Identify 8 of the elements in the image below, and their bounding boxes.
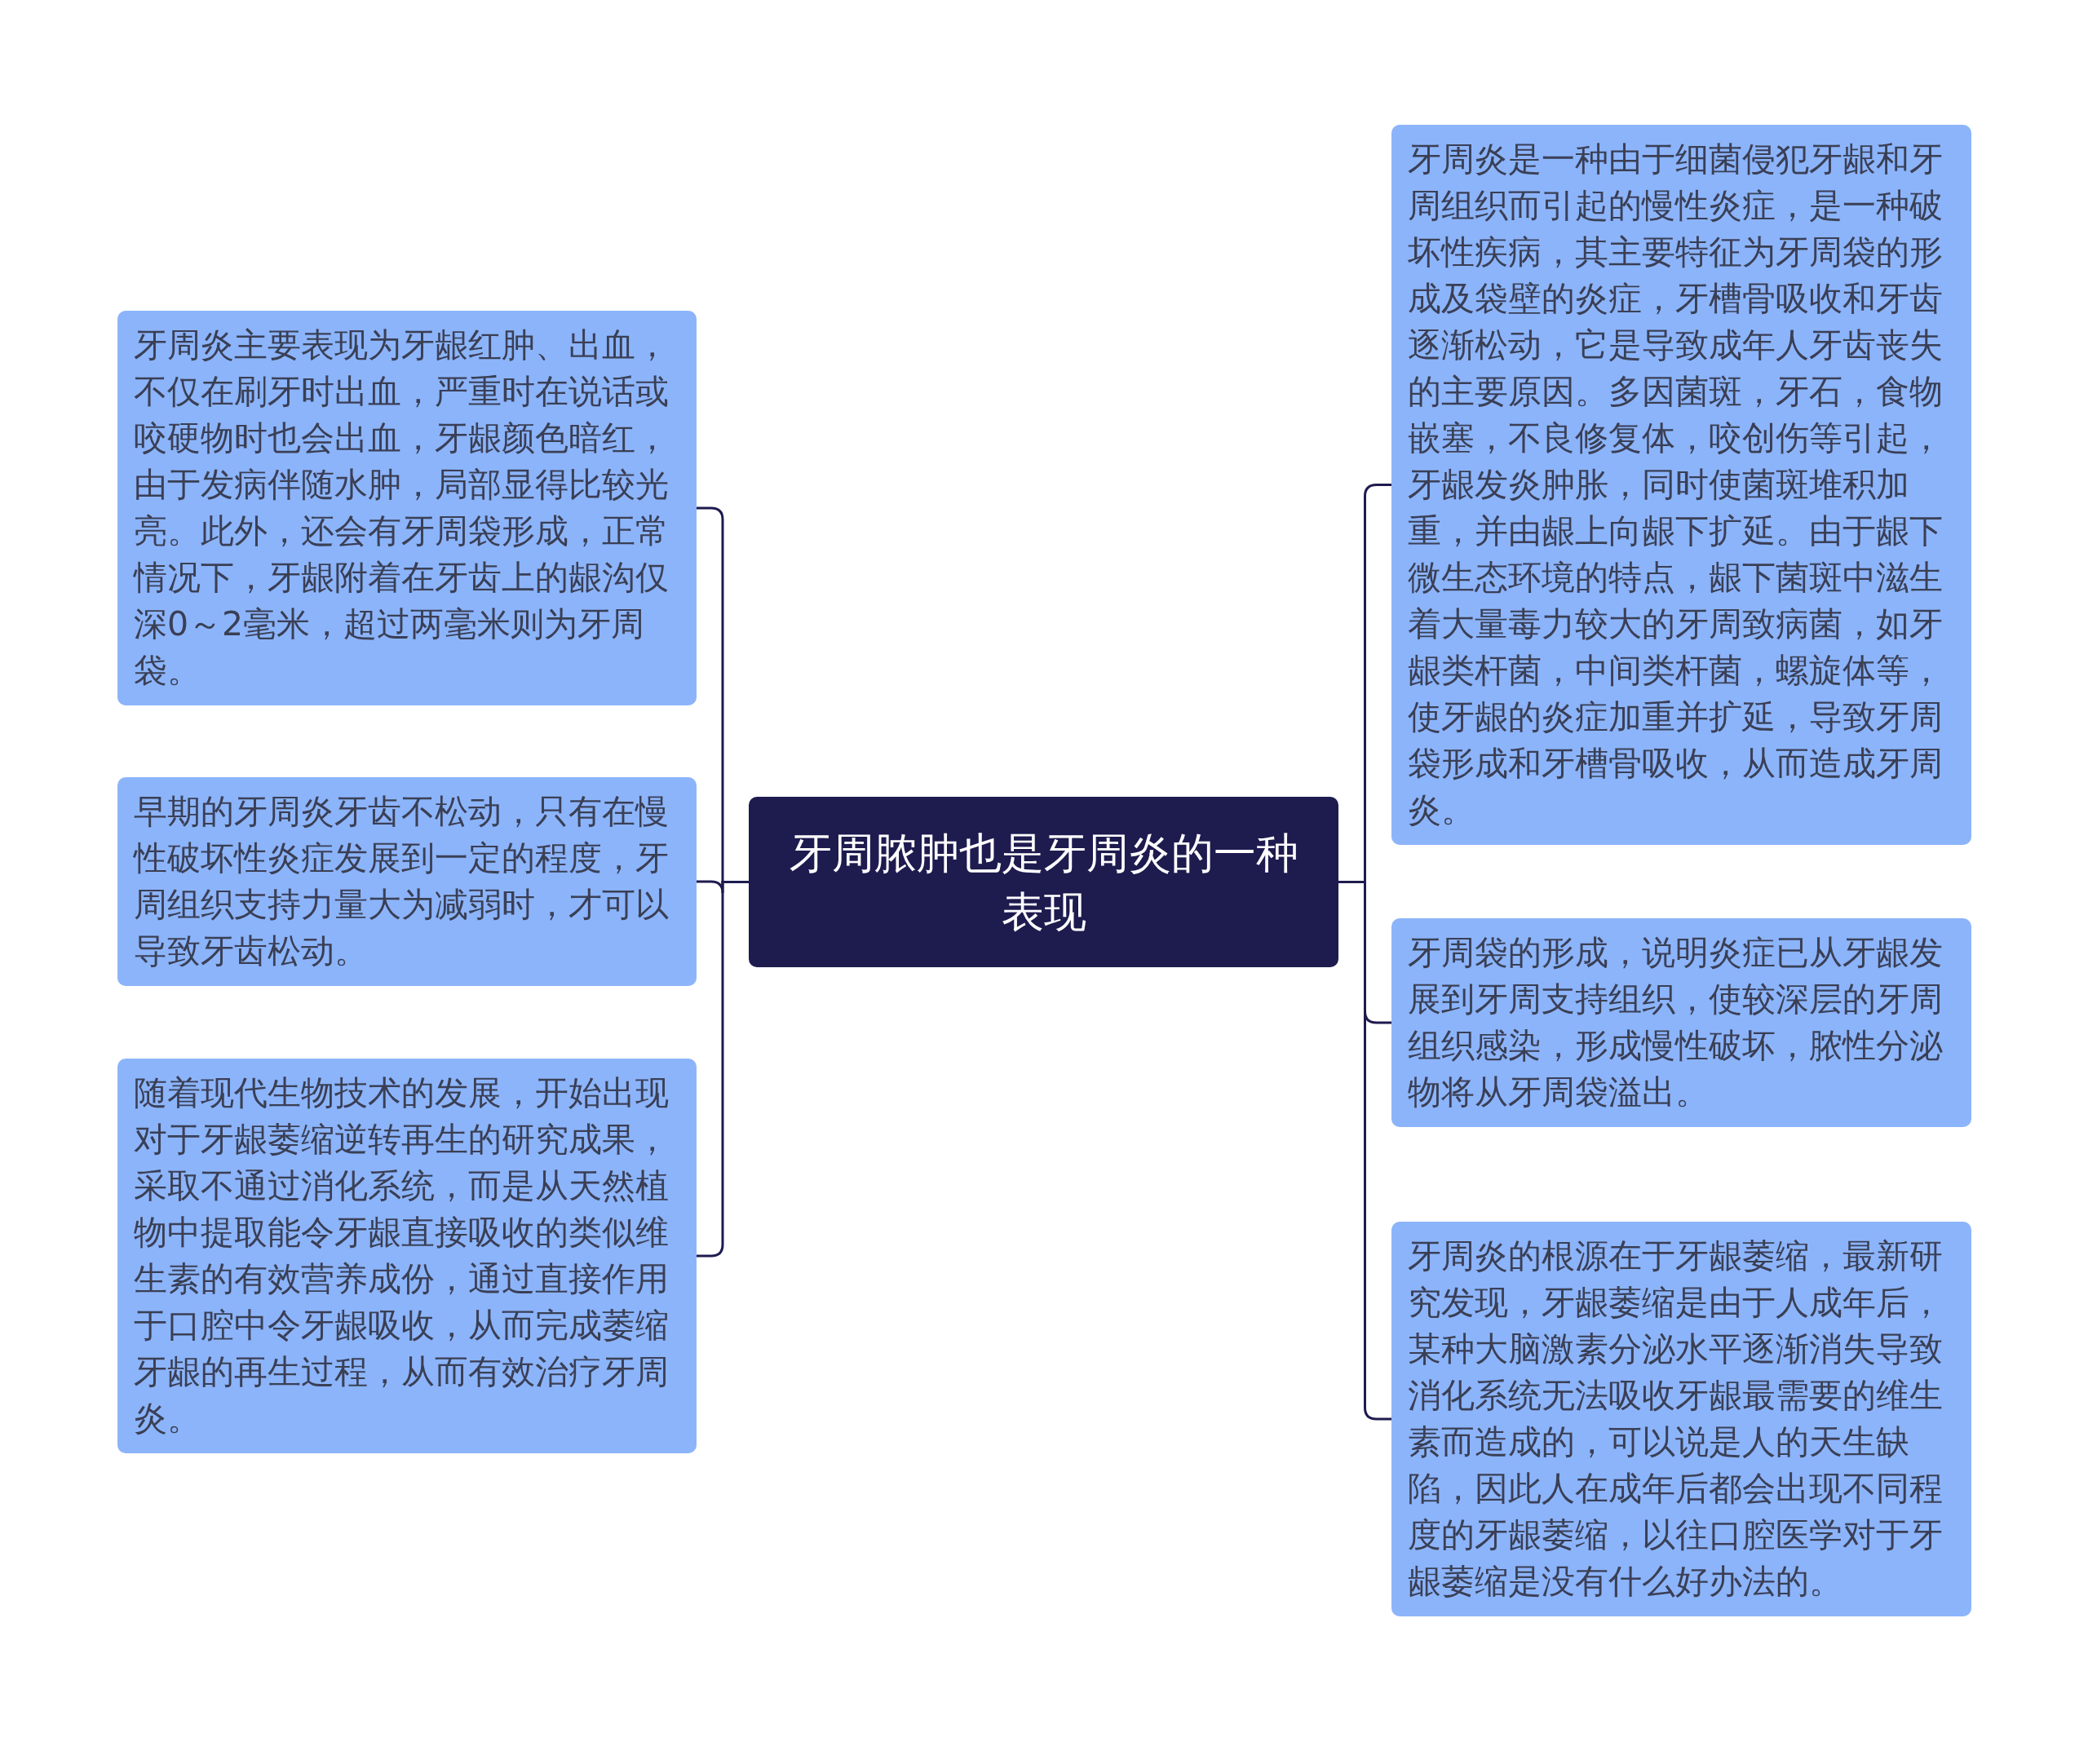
connector-line [697, 881, 749, 1258]
topic-box: 牙周炎是一种由于细菌侵犯牙龈和牙周组织而引起的慢性炎症，是一种破坏性疾病，其主要特征为牙周袋的形成及袋壁的炎症，牙槽骨吸收和牙齿逐渐松动，它是导致成年人牙齿丧失的主要原因。多因菌斑，牙石，食物嵌塞，不良修复体，咬创伤等引起，牙龈发炎肿胀，同时使菌斑堆积加重，并由龈上向龈下扩延。由于龈下微生态环境的特点，龈下菌斑中滋生着大量毒力较大的牙周致病菌，如牙龈类杆菌，中间类杆菌，螺旋体等，使牙龈的炎症加重并扩延，导致牙周袋形成和牙槽骨吸收，从而造成牙周炎。 [1391, 124, 1971, 845]
topic-box: 牙周炎主要表现为牙龈红肿、出血，不仅在刷牙时出血，严重时在说话或咬硬物时也会出血，牙龈颜色暗红，由于发病伴随水肿，局部显得比较光亮。此外，还会有牙周袋形成，正常情况下，牙龈附着在牙齿上的龈沟仅深0～2毫米，超过两毫米则为牙周袋。 [117, 311, 697, 705]
topic-box: 随着现代生物技术的发展，开始出现对于牙龈萎缩逆转再生的研究成果，采取不通过消化系统，而是从天然植物中提取能令牙龈直接吸收的类似维生素的有效营养成份，通过直接作用于口腔中令牙龈吸收，从而完成萎缩牙龈的再生过程，从而有效治疗牙周炎。 [117, 1059, 697, 1453]
central-topic-box: 牙周脓肿也是牙周炎的一种表现 [749, 797, 1338, 967]
topic-box: 牙周袋的形成，说明炎症已从牙龈发展到牙周支持组织，使较深层的牙周组织感染，形成慢性破坏，脓性分泌物将从牙周袋溢出。 [1391, 918, 1971, 1127]
topic-box: 早期的牙周炎牙齿不松动，只有在慢性破坏性炎症发展到一定的程度，牙周组织支持力量大为减弱时，才可以导致牙齿松动。 [117, 777, 697, 986]
topic-box: 牙周炎的根源在于牙龈萎缩，最新研究发现，牙龈萎缩是由于人成年后，某种大脑激素分泌水平逐渐消失导致消化系统无法吸收牙龈最需要的维生素而造成的，可以说是人的天生缺陷，因此人在成年后都会出现不同程度的牙龈萎缩，以往口腔医学对于牙龈萎缩是没有什么好办法的。 [1391, 1222, 1971, 1616]
